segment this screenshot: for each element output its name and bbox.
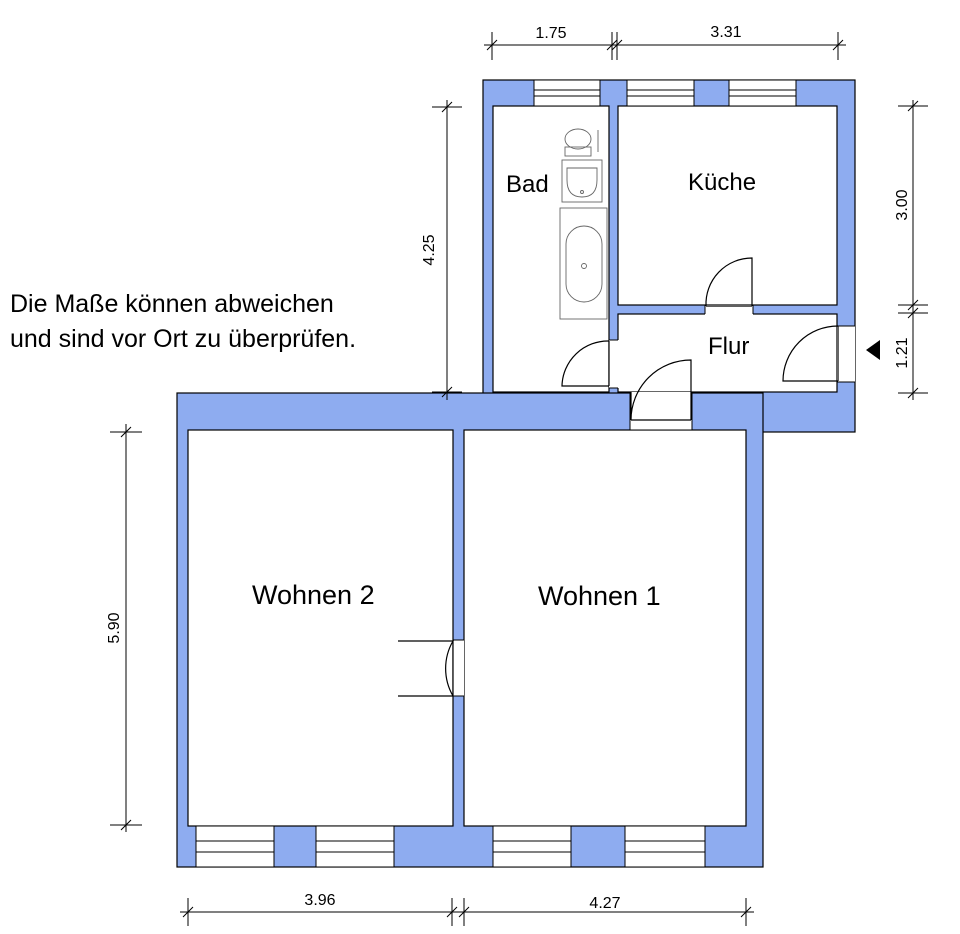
sink-icon — [561, 159, 603, 203]
kueche-room — [617, 105, 838, 306]
room-label-wohnen-2: Wohnen 2 — [252, 580, 375, 610]
living-door-opening — [630, 392, 692, 430]
toilet-icon — [564, 128, 599, 157]
dimension-label-1-75: 1.75 — [535, 25, 566, 42]
window — [315, 825, 395, 868]
living-door-swing — [630, 359, 692, 421]
room-label-kueche: Küche — [688, 169, 756, 196]
dimension-lines — [110, 32, 928, 926]
wohnen-2-room — [187, 429, 454, 827]
bathtub-icon — [559, 207, 608, 320]
flur-front-door-swing — [782, 325, 839, 382]
disclaimer-line-2: und sind vor Ort zu überprüfen. — [10, 325, 357, 353]
dimension-label-1-21: 1.21 — [894, 337, 911, 368]
window — [626, 79, 695, 107]
room-label-wohnen-1: Wohnen 1 — [538, 581, 661, 611]
bad-door-opening — [609, 340, 619, 388]
window — [728, 79, 797, 107]
window — [624, 825, 706, 868]
wohnen-2-door-swing — [398, 640, 455, 697]
disclaimer-note: Die Maße können abweichen und sind vor O… — [10, 287, 356, 357]
dimension-label-3-96: 3.96 — [304, 892, 335, 909]
dimension-label-4-25: 4.25 — [421, 234, 438, 265]
window — [195, 825, 275, 868]
room-label-flur: Flur — [708, 333, 749, 360]
entrance-arrow-icon — [866, 340, 880, 360]
flur-front-door-opening — [837, 326, 855, 382]
room-label-bad: Bad — [506, 171, 549, 198]
window — [492, 825, 572, 868]
wohnen-2-door-opening — [453, 640, 464, 696]
bad-room — [492, 105, 610, 393]
kueche-door-opening — [705, 305, 753, 315]
dimension-label-4-27: 4.27 — [589, 895, 620, 912]
dimension-label-3-31: 3.31 — [710, 24, 741, 41]
windows — [195, 79, 797, 868]
dimension-label-3-00: 3.00 — [894, 189, 911, 220]
disclaimer-line-1: Die Maße können abweichen — [10, 290, 334, 318]
wohnen-1-room — [463, 429, 747, 827]
window — [533, 79, 601, 107]
kueche-door-swing — [705, 257, 753, 307]
bad-door-swing — [561, 340, 610, 387]
door-swings — [398, 257, 839, 697]
dimension-label-5-90: 5.90 — [106, 612, 123, 643]
